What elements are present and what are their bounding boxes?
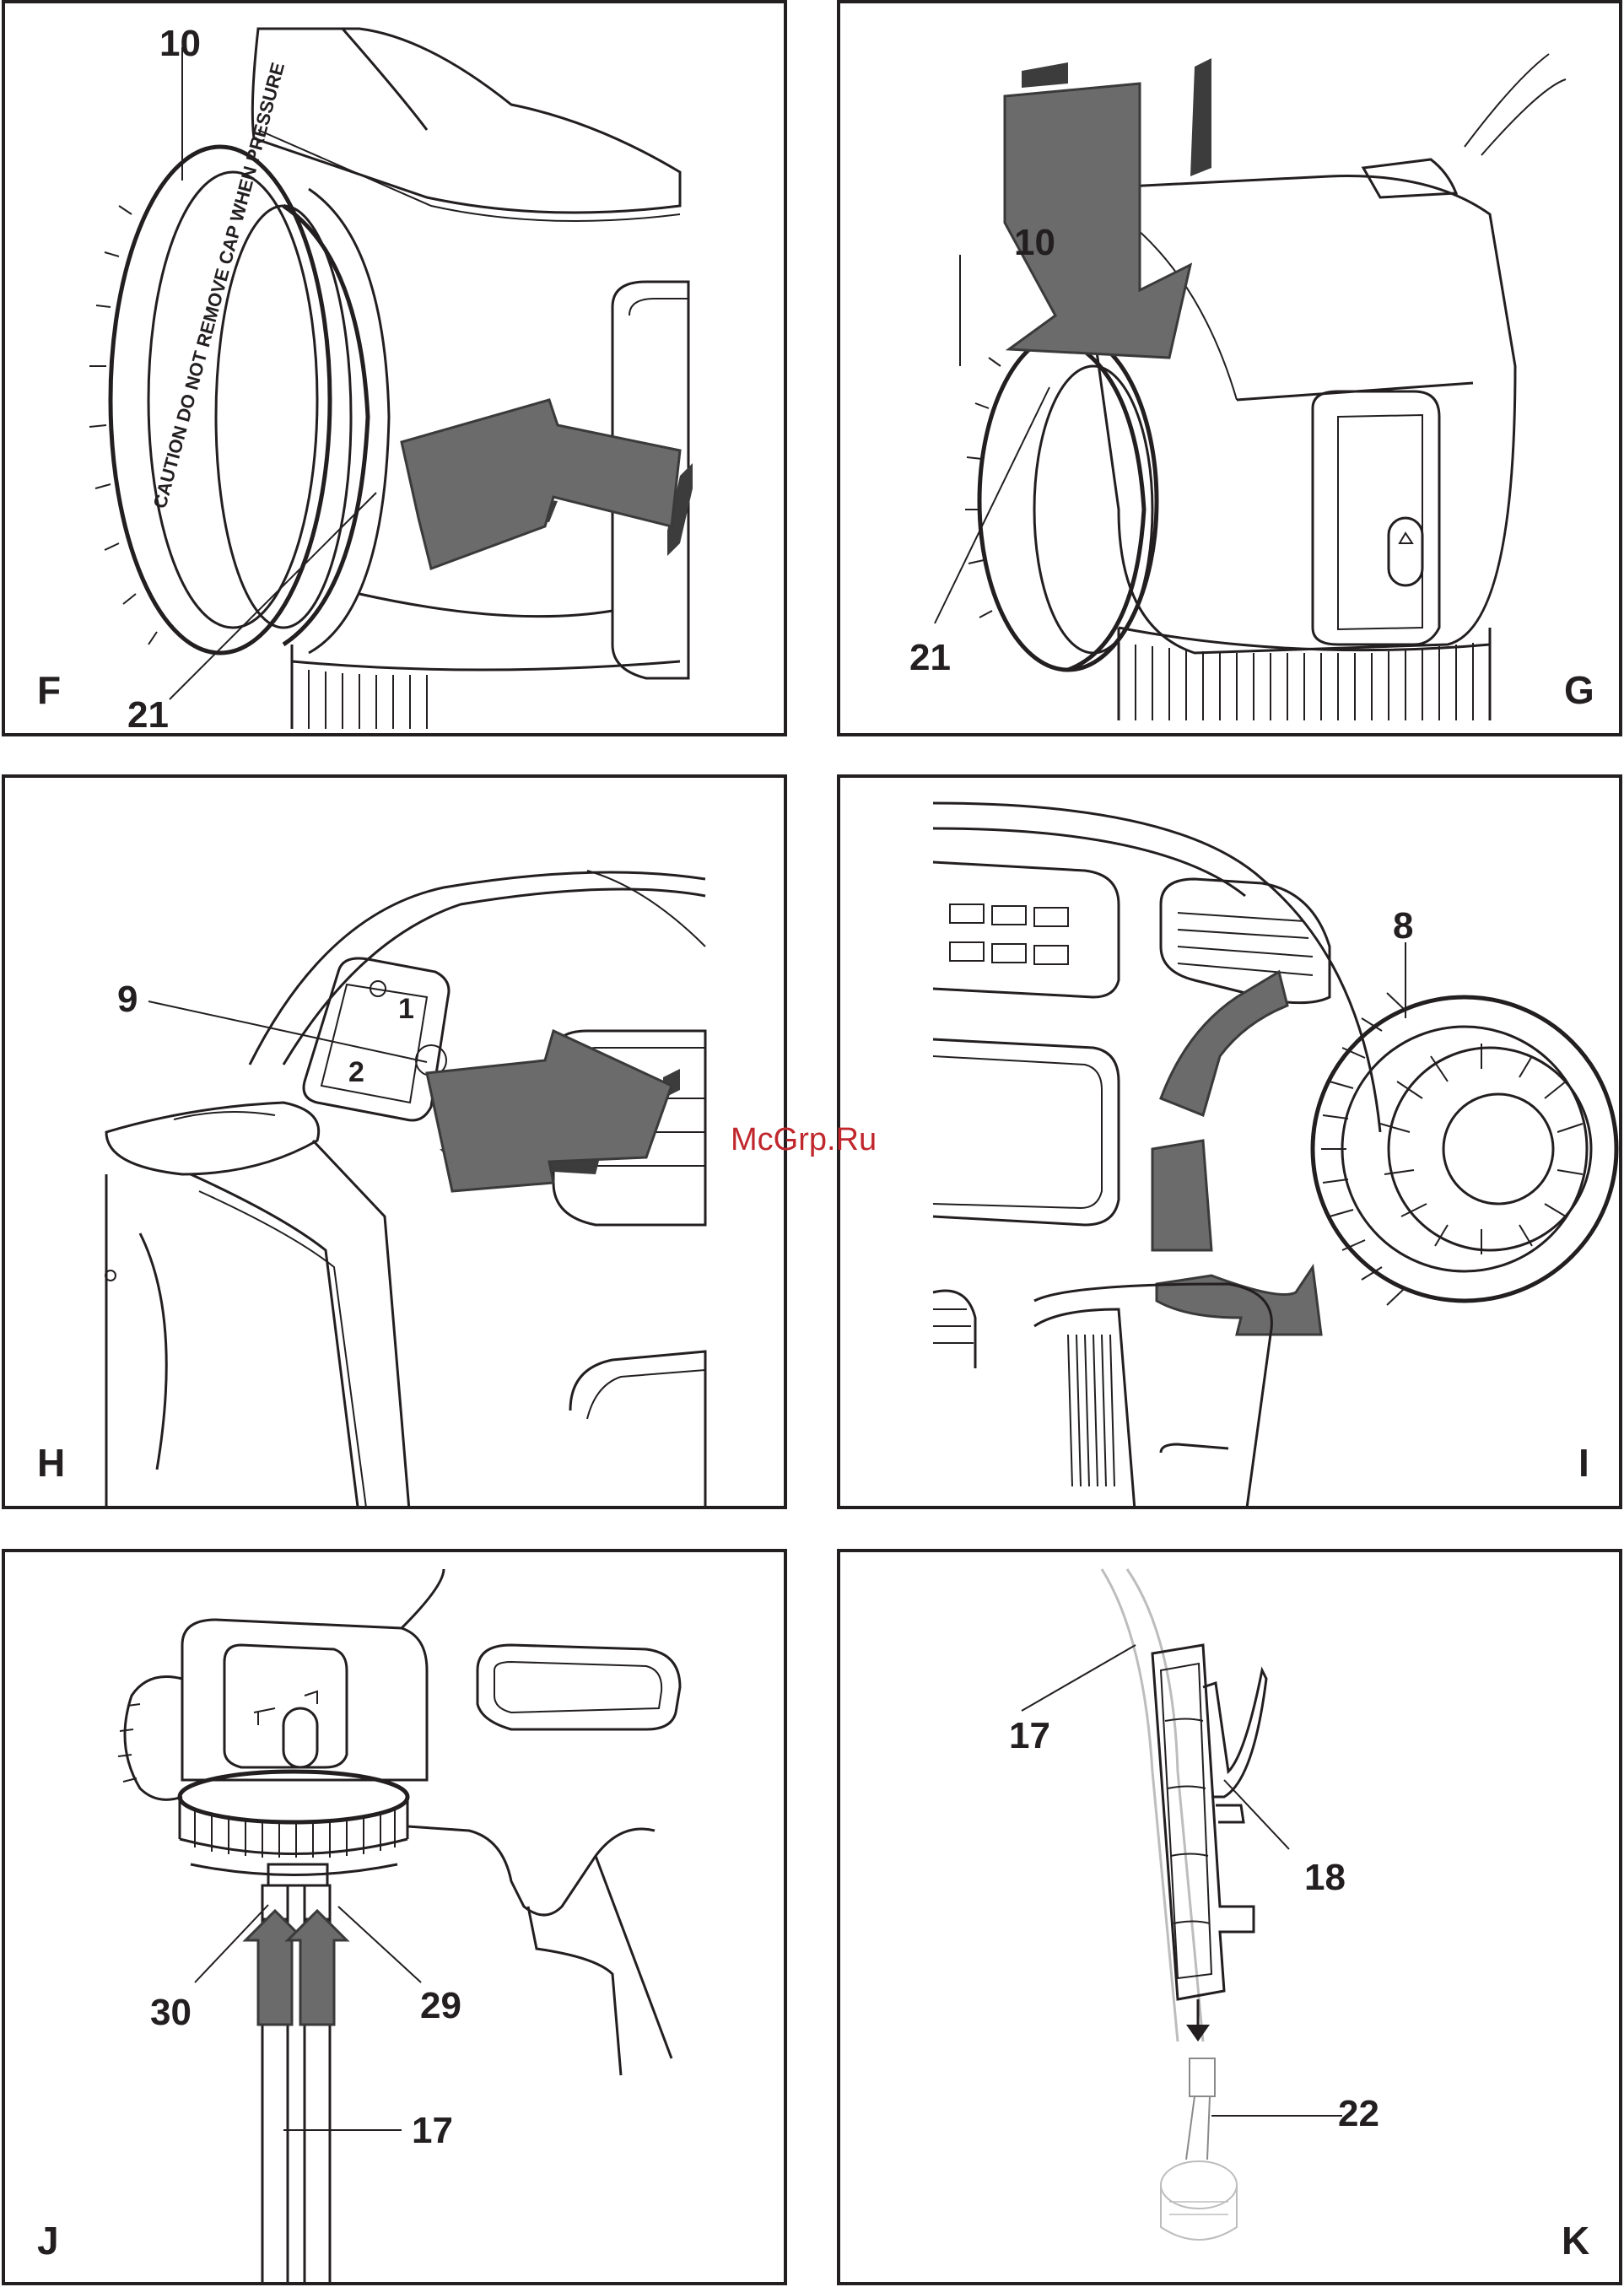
panel-j: 30 29 17 J — [2, 1549, 787, 2285]
panel-h: 1 2 9 H — [2, 774, 787, 1509]
panel-f-label-10: 10 — [159, 23, 201, 64]
panel-j-label-17: 17 — [412, 2110, 453, 2151]
panel-i: 8 I — [837, 774, 1622, 1509]
panel-h-drawing: 1 2 9 H — [5, 778, 787, 1509]
panel-i-letter: I — [1578, 1441, 1589, 1485]
panel-j-label-29: 29 — [420, 1985, 461, 2026]
panel-k-drawing: 17 18 22 K — [840, 1552, 1622, 2285]
switch-label-2: 2 — [348, 1056, 364, 1088]
panel-i-drawing: 8 I — [840, 778, 1622, 1509]
panel-j-letter: J — [37, 2219, 59, 2263]
panel-f-label-21: 21 — [127, 694, 169, 736]
panel-f: CAUTION DO NOT REMOVE CAP WHEN PRESSURE … — [2, 0, 787, 736]
watermark: McGrp.Ru — [731, 1122, 877, 1158]
panel-g-letter: G — [1564, 668, 1594, 712]
panel-f-letter: F — [37, 668, 61, 712]
panel-f-ring-text: CAUTION DO NOT REMOVE CAP WHEN PRESSURE — [149, 60, 289, 510]
panel-k-label-22: 22 — [1338, 2093, 1379, 2134]
panel-k-letter: K — [1562, 2219, 1589, 2263]
panel-g-label-21: 21 — [909, 637, 951, 678]
panel-h-letter: H — [37, 1441, 65, 1485]
panel-g-drawing: 10 21 G — [840, 3, 1622, 736]
panel-j-drawing: 30 29 17 J — [5, 1552, 787, 2285]
panel-g: 10 21 G — [837, 0, 1622, 736]
panel-f-drawing: CAUTION DO NOT REMOVE CAP WHEN PRESSURE … — [5, 3, 787, 736]
switch-label-1: 1 — [398, 993, 414, 1025]
panel-g-label-10: 10 — [1014, 222, 1055, 263]
panel-j-label-30: 30 — [150, 1992, 192, 2033]
panel-k-label-18: 18 — [1304, 1857, 1346, 1898]
panel-k-label-17: 17 — [1009, 1715, 1050, 1756]
panel-i-label-8: 8 — [1393, 905, 1413, 947]
panel-h-label-9: 9 — [117, 979, 138, 1020]
panel-k: 17 18 22 K — [837, 1549, 1622, 2285]
